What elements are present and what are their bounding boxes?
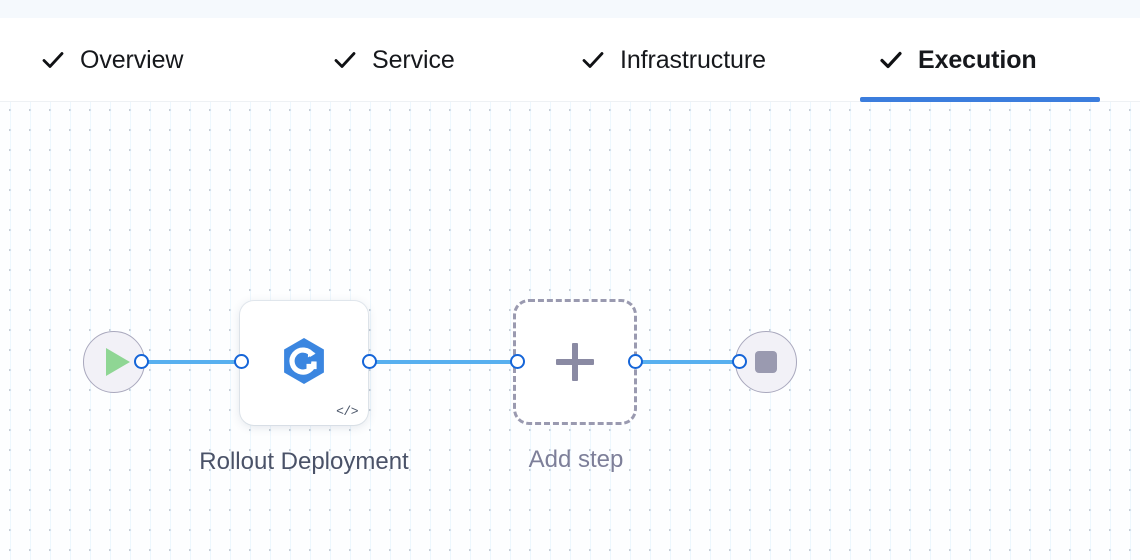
canvas-top-strip — [0, 0, 1140, 18]
tab-overview[interactable]: Overview — [22, 18, 201, 102]
check-icon — [40, 47, 66, 73]
step-node-label: Rollout Deployment — [199, 448, 409, 475]
tab-label: Execution — [918, 45, 1037, 74]
rollout-deployment-icon — [278, 335, 330, 392]
step-node-rollout-deployment[interactable]: </> — [240, 301, 368, 425]
wizard-tab-bar: Overview Service Infrastructure — [0, 18, 1140, 102]
tab-active-underline — [860, 97, 1100, 102]
stop-icon — [755, 351, 777, 373]
connector-handle-add-output[interactable] — [628, 354, 643, 369]
check-icon — [878, 47, 904, 73]
connector-handle-start-output[interactable] — [134, 354, 149, 369]
edge-add-to-end[interactable] — [635, 360, 739, 364]
code-icon: </> — [336, 404, 358, 419]
tab-execution[interactable]: Execution — [860, 18, 1100, 102]
connector-handle-end-input[interactable] — [732, 354, 747, 369]
connector-handle-step-input[interactable] — [234, 354, 249, 369]
check-icon — [580, 47, 606, 73]
edge-step-to-add[interactable] — [368, 360, 518, 364]
connector-handle-add-input[interactable] — [510, 354, 525, 369]
edge-start-to-step[interactable] — [140, 360, 242, 364]
connector-handle-step-output[interactable] — [362, 354, 377, 369]
tab-service[interactable]: Service — [314, 18, 473, 102]
play-icon — [105, 348, 130, 376]
add-step-label: Add step — [528, 446, 624, 473]
check-icon — [332, 47, 358, 73]
plus-icon — [556, 343, 594, 381]
tab-label: Overview — [80, 45, 184, 74]
pipeline-end-node[interactable] — [735, 331, 797, 393]
pipeline-graph: </> Rollout Deployment Add step — [0, 102, 1140, 560]
add-step-node[interactable] — [513, 299, 637, 425]
tab-infrastructure[interactable]: Infrastructure — [562, 18, 784, 102]
tab-label: Infrastructure — [620, 45, 766, 74]
tab-label: Service — [372, 45, 455, 74]
